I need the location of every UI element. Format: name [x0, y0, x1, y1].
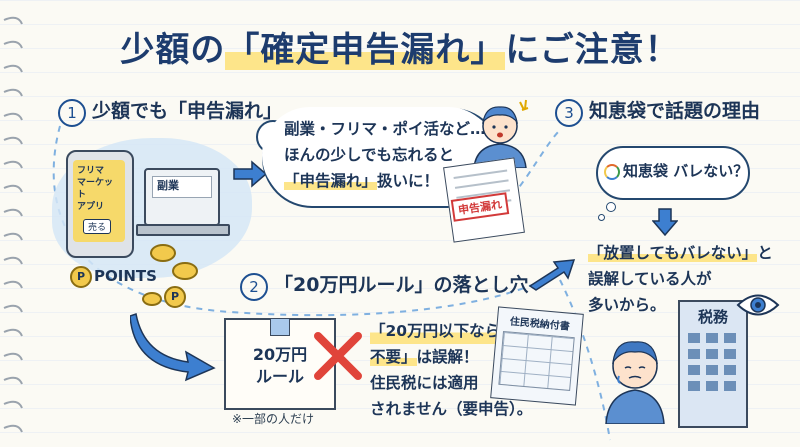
coin-icon-5: [142, 292, 162, 306]
title-prefix: 少額の: [120, 30, 226, 70]
worried-person-icon: [473, 99, 529, 168]
box-line1: 20万円: [252, 345, 308, 364]
phone-sell-button: 売る: [83, 219, 112, 234]
section3-line3: 多いから。: [588, 296, 666, 314]
section3-header: 3 知恵袋で話題の理由: [555, 96, 760, 127]
section2-line2: 不要」は誤解！: [370, 344, 532, 370]
eye-icon: [736, 294, 780, 316]
chiebukuro-logo-icon: [604, 163, 620, 180]
section2-label: 「20万円ルール」の落とし穴: [274, 274, 529, 296]
thought-cloud: [596, 146, 750, 200]
bubble-line3-rest: 扱いに！: [377, 172, 440, 190]
section3-line1: 「放置してもバレない」と: [588, 240, 773, 266]
laptop-icon: 副業: [144, 168, 220, 226]
tax-form-icon: 住民税納付書: [490, 306, 584, 406]
section3-line1-rest: と: [757, 244, 773, 262]
section2-header: 2 「20万円ルール」の落とし穴: [240, 270, 528, 301]
section2-line2-rest: は誤解！: [416, 348, 479, 366]
coin-icon-3: [172, 262, 198, 280]
bubble-line2: ほんの少しでも忘れると: [284, 146, 455, 164]
section3-number: 3: [555, 98, 583, 127]
rule-box-icon: 20万円 ルール: [224, 318, 336, 410]
spiral-binding: [3, 16, 23, 433]
cross-icon: [314, 332, 362, 380]
section3-line2: 誤解している人が: [588, 270, 712, 288]
section1-label: 少額でも「申告漏れ」: [92, 100, 283, 122]
section2-text: 「20万円以下なら 不要」は誤解！ 住民税には適用 されません（要申告）。: [370, 318, 532, 422]
section1-number: 1: [58, 98, 86, 127]
thought-dot-2: [598, 214, 605, 221]
bubble-text: 副業・フリマ・ポイ活など… ほんの少しでも忘れると 「申告漏れ」扱いに！: [284, 116, 486, 194]
tax-office-building-icon: 税務: [678, 300, 748, 428]
phone-app-text: フリマ マーケット アプリ: [77, 166, 114, 212]
footnote: ※一部の人だけ: [232, 412, 315, 426]
coin-icon-4: P: [164, 286, 186, 308]
section2-line3: 住民税には適用: [370, 374, 479, 392]
title-suffix: にご注意！: [505, 30, 680, 70]
page-title: 少額の「確定申告漏れ」にご注意！: [0, 22, 800, 71]
section3-label: 知恵袋で話題の理由: [589, 100, 761, 122]
thought-text: 知恵袋 バレない？: [604, 160, 748, 181]
title-highlight: 「確定申告漏れ」: [225, 30, 506, 70]
box-line2: ルール: [255, 367, 304, 386]
coin-icon: P: [70, 266, 92, 288]
worried-man-icon: [605, 341, 665, 424]
laptop-base: [136, 224, 230, 236]
bubble-line3: 「申告漏れ」扱いに！: [284, 168, 486, 194]
section2-line2-highlight: 不要」: [370, 348, 417, 366]
coin-icon-2: [150, 244, 176, 262]
thought-rest: バレない？: [673, 162, 749, 180]
points-label: POINTS: [94, 267, 157, 285]
arrow-upright-icon: [528, 259, 576, 291]
laptop-screen-text: 副業: [152, 176, 212, 198]
bubble-line1: 副業・フリマ・ポイ活など…: [284, 120, 486, 138]
arrow-down-icon: [652, 208, 678, 236]
section3-text: 「放置してもバレない」と 誤解している人が 多いから。: [588, 240, 773, 318]
bubble-line3-highlight: 「申告漏れ」: [284, 172, 378, 190]
smartphone-icon: フリマ マーケット アプリ 売る: [66, 150, 134, 258]
section2-number: 2: [240, 272, 268, 301]
section2-line4: されません（要申告）。: [370, 400, 533, 418]
thought-brand: 知恵袋: [623, 162, 669, 180]
curved-arrow-icon: [130, 313, 216, 382]
section3-line1-highlight: 「放置してもバレない」: [588, 244, 758, 262]
section1-header: 1 少額でも「申告漏れ」: [58, 96, 282, 127]
thought-dot-1: [606, 202, 616, 212]
building-label: 税務: [697, 308, 728, 326]
arrow-right-icon: [233, 160, 268, 188]
section2-line1: 「20万円以下なら: [370, 318, 501, 344]
